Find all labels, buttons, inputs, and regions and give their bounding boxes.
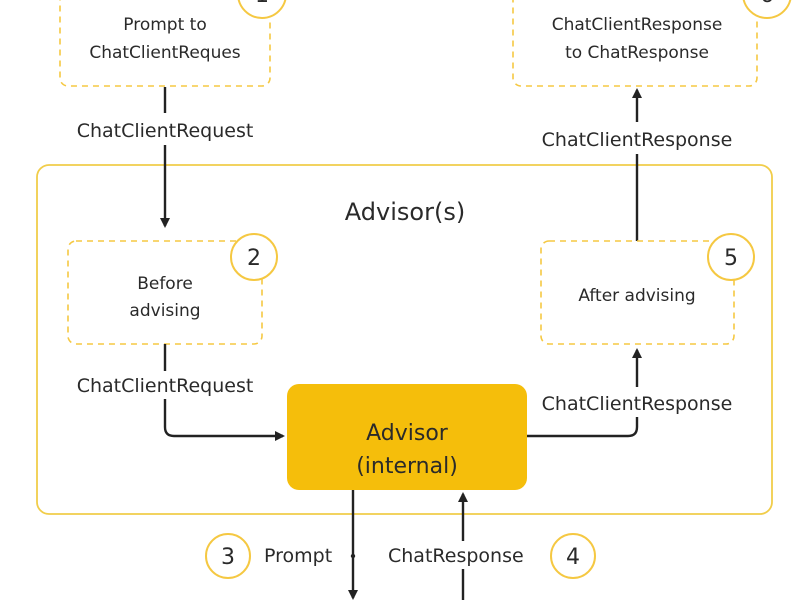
step5-label: After advising (578, 286, 695, 306)
step2-badge-number: 2 (247, 246, 261, 271)
step4-badge-number: 4 (566, 545, 580, 570)
step6-badge (742, 0, 792, 19)
step1-node: 1 Prompt to ChatClientReques (59, 0, 287, 87)
response-top-label-bg (525, 122, 749, 154)
step2-label-line2: advising (129, 301, 200, 321)
step3-badge (205, 533, 251, 579)
step3-badge-number: 3 (221, 545, 235, 570)
request-inner-label-bg (62, 371, 268, 399)
advisors-container-title: Advisor(s) (345, 198, 465, 226)
response-inner-arrow (527, 348, 642, 438)
advisor-internal-box (287, 384, 527, 490)
step1-label-line2: ChatClientReques (89, 43, 240, 63)
step2-node: 2 Before advising (67, 233, 278, 345)
response-inner-label: ChatClientResponse (542, 393, 733, 415)
request-inner-arrow (163, 344, 285, 441)
step5-badge (707, 233, 755, 281)
step6-badge-number: 6 (760, 0, 774, 8)
step4-badge (550, 533, 596, 579)
advisor-internal-node: Advisor (internal) (287, 384, 527, 490)
step5-node: 5 After advising (540, 233, 755, 345)
step2-label-line1: Before (137, 274, 193, 294)
advisor-internal-line1: Advisor (366, 421, 449, 446)
step6-label-line1: ChatClientResponse (552, 15, 723, 35)
step6-node: 6 ChatClientResponse to ChatResponse (512, 0, 792, 87)
step3-node: 3 (205, 533, 251, 579)
response-top-label: ChatClientResponse (542, 129, 733, 151)
step6-label-line2: to ChatResponse (565, 43, 709, 63)
advisor-internal-line2: (internal) (356, 454, 458, 479)
step1-label-line1: Prompt to (123, 15, 206, 35)
step1-box (59, 0, 271, 87)
request-inner-label: ChatClientRequest (77, 375, 254, 397)
request-top-label-bg (60, 113, 270, 145)
chatresponse-in-label-bg (386, 541, 544, 569)
prompt-out-label: Prompt (264, 545, 332, 567)
step1-badge (237, 0, 287, 19)
step6-box (512, 0, 758, 87)
chatresponse-in-label: ChatResponse (388, 545, 524, 567)
step1-badge-number: 1 (255, 0, 269, 8)
step4-node: 4 (550, 533, 596, 579)
step5-badge-number: 5 (724, 246, 738, 271)
advisors-container (36, 164, 773, 515)
step5-box (540, 240, 735, 345)
request-top-label: ChatClientRequest (77, 120, 254, 142)
response-inner-label-bg (528, 387, 746, 417)
step2-badge (230, 233, 278, 281)
prompt-out-dot (350, 553, 356, 559)
